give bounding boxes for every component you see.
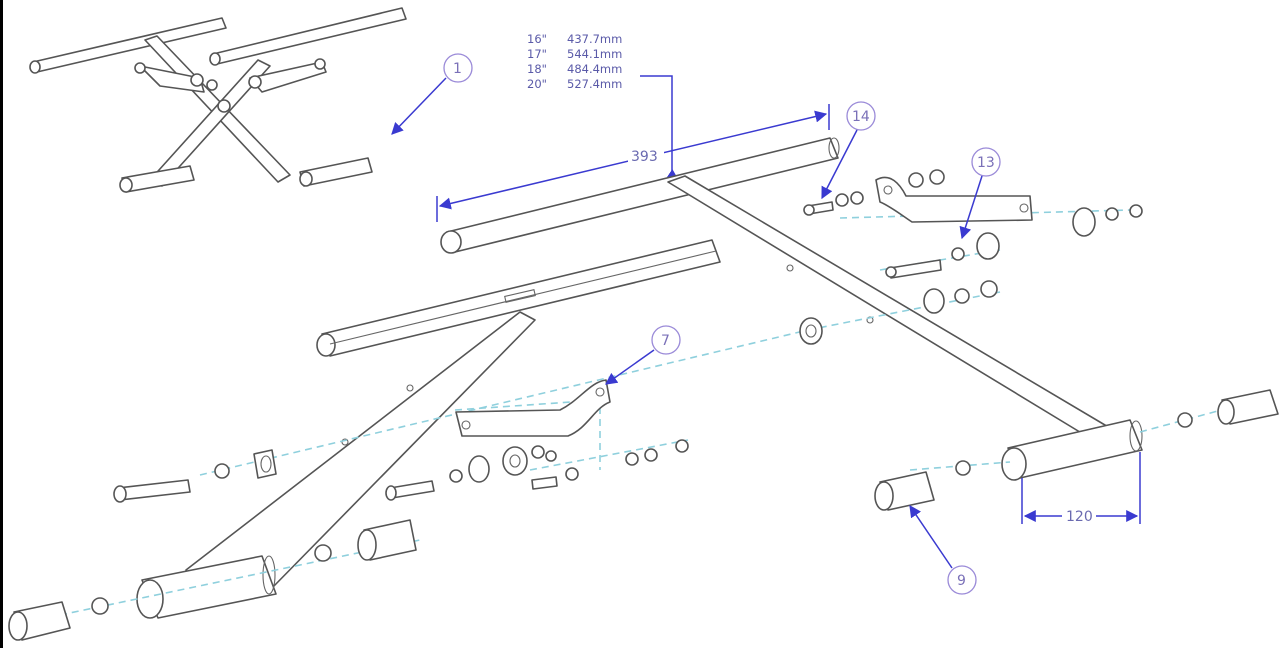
callout-9: 9 bbox=[909, 505, 977, 595]
svg-text:7: 7 bbox=[661, 333, 670, 349]
size-16: 16" bbox=[527, 32, 547, 46]
length-17: 544.1mm bbox=[567, 47, 622, 61]
svg-text:1: 1 bbox=[453, 61, 462, 77]
callout-13: 13 bbox=[959, 147, 1001, 240]
callout-1: 1 bbox=[391, 53, 473, 135]
svg-text:9: 9 bbox=[957, 573, 966, 589]
bracket-7-assembly bbox=[8, 317, 823, 641]
length-20: 527.4mm bbox=[567, 77, 622, 91]
bracket-13-assembly bbox=[803, 169, 1279, 511]
svg-text:14: 14 bbox=[852, 109, 870, 125]
dimension-393-label: 393 bbox=[631, 149, 658, 165]
size-18: 18" bbox=[527, 62, 547, 76]
right-cross-leg bbox=[667, 175, 1143, 481]
left-cross-leg bbox=[136, 311, 536, 619]
dimension-120: 120 bbox=[1021, 452, 1141, 525]
svg-text:13: 13 bbox=[977, 155, 995, 171]
length-18: 484.4mm bbox=[567, 62, 622, 76]
size-17: 17" bbox=[527, 47, 547, 61]
assembled-view-thumbnail bbox=[29, 7, 407, 193]
dimension-120-label: 120 bbox=[1066, 509, 1093, 525]
size-table: 16" 437.7mm 17" 544.1mm 18" 484.4mm 20" … bbox=[527, 32, 679, 181]
dimension-393: 393 bbox=[436, 104, 830, 222]
length-16: 437.7mm bbox=[567, 32, 622, 46]
size-20: 20" bbox=[527, 77, 547, 91]
left-border bbox=[0, 0, 3, 648]
second-seat-tube bbox=[316, 239, 721, 357]
callout-7: 7 bbox=[605, 325, 681, 385]
callout-14: 14 bbox=[821, 101, 876, 200]
